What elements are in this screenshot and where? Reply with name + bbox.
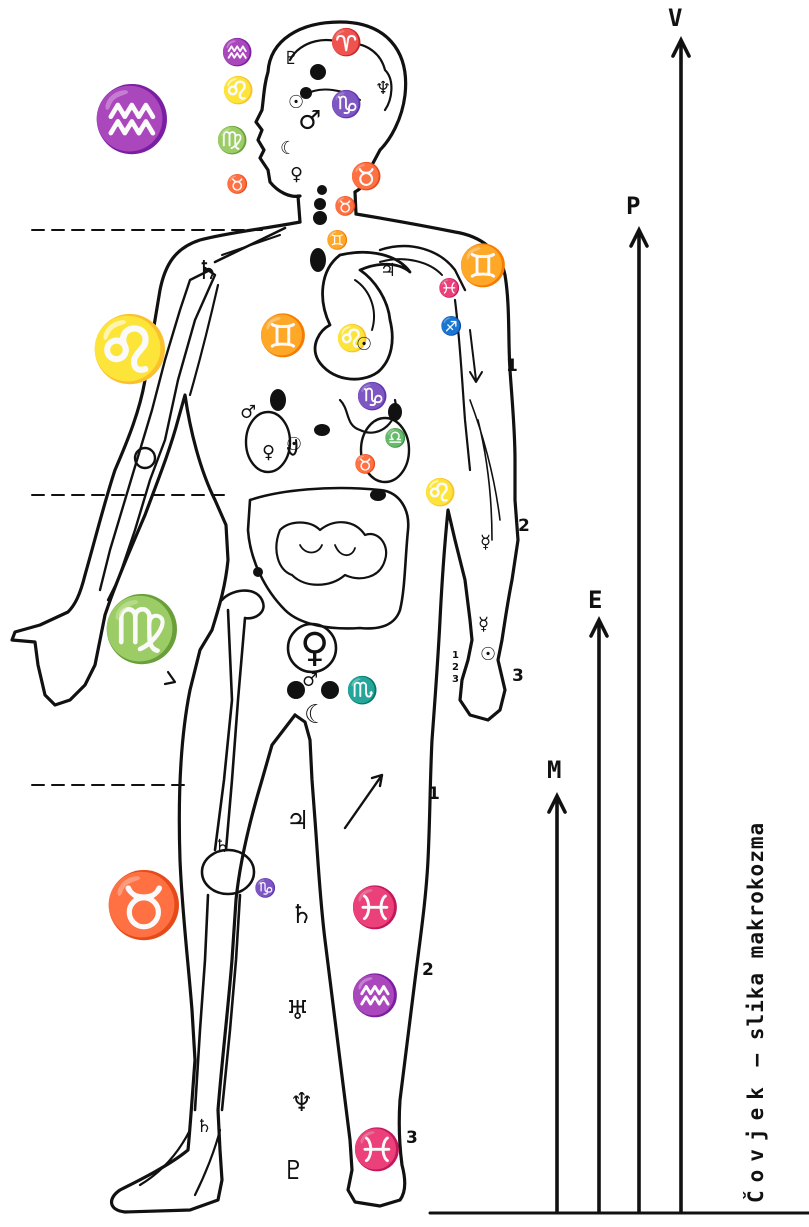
finger-number-3: 3: [452, 674, 459, 685]
aquarius-symbol-large: ♒: [92, 88, 172, 152]
level-m-label: M: [547, 756, 561, 784]
mars-head-symbol: ♂: [298, 108, 321, 134]
level-p-label: P: [626, 192, 640, 220]
pluto-foot-symbol: ♇: [282, 1158, 305, 1184]
taurus-symbol-large: ♉: [104, 874, 184, 938]
aquarius-head-symbol: ♒: [221, 40, 253, 66]
sun-hand-symbol: ☉: [480, 646, 496, 664]
leo-waist-symbol: ♌: [424, 480, 456, 506]
moon-pelvis-symbol: ☾: [304, 702, 327, 728]
capricorn-head-symbol: ♑: [330, 92, 362, 118]
taurus-throat-symbol: ♉: [334, 198, 356, 216]
level-e-label: E: [588, 586, 602, 614]
pisces-foot-symbol: ♓: [352, 1130, 402, 1170]
mars-pelvis-symbol: ♂: [302, 672, 318, 690]
leo-head-symbol: ♌: [222, 78, 254, 104]
gemini-neck-symbol: ♊: [326, 232, 348, 250]
pisces-calf-symbol: ♓: [350, 888, 400, 928]
saturn-shin-symbol: ♄: [290, 902, 313, 928]
caption-dash: —: [744, 1053, 768, 1067]
capricorn-knee-symbol: ♑: [254, 880, 276, 898]
leg-number-1: 1: [428, 784, 440, 804]
mercury-hand-symbol: ☿: [478, 616, 489, 634]
vertical-caption: Čovjek — slika makrokozma: [744, 822, 768, 1203]
mars-kidney-symbol: ♂: [240, 404, 256, 422]
finger-number-1: 1: [452, 650, 459, 661]
libra-kidney-symbol: ♎: [384, 430, 406, 448]
taurus-kidney-symbol: ♉: [354, 456, 376, 474]
jupiter-thigh-symbol: ♃: [286, 808, 309, 834]
saturn-knee-symbol: ♄: [214, 838, 230, 856]
leo-symbol-large: ♌: [90, 318, 170, 382]
neptune-head-symbol: ♆: [375, 80, 391, 98]
neptune-ankle-symbol: ♆: [290, 1090, 313, 1116]
mercury-forearm-symbol: ☿: [480, 534, 491, 552]
arm-number-2: 2: [518, 516, 530, 536]
intestines: [248, 488, 408, 628]
sun-heart-symbol: ☉: [356, 336, 372, 354]
venus-bladder-symbol: ♀: [300, 628, 329, 668]
taurus-neck-symbol: ♉: [350, 164, 382, 190]
level-v-label: V: [668, 4, 682, 32]
finger-number-2: 2: [452, 662, 459, 673]
aries-head-symbol: ♈: [330, 30, 362, 56]
arm-number-1: 1: [506, 356, 518, 376]
gemini-shoulder-symbol: ♊: [458, 246, 508, 286]
body-right-outline: [295, 214, 518, 1206]
sagittarius-arm-symbol: ♐: [440, 318, 462, 336]
gemini-chest-symbol: ♊: [258, 316, 308, 356]
moon-mouth-symbol: ☾: [280, 140, 296, 158]
left-leg-bones: [215, 591, 264, 850]
venus-kidney-symbol: ♀: [262, 444, 275, 462]
pisces-arm-symbol: ♓: [438, 280, 460, 298]
virgo-symbol-large: ♍: [102, 598, 182, 662]
aquarius-calf-symbol: ♒: [350, 976, 400, 1016]
leg-number-2: 2: [422, 960, 434, 980]
uranus-shin-symbol: ♅: [286, 998, 309, 1024]
saturn-foot-symbol: ♄: [196, 1118, 212, 1136]
caption-word-covjek: Čovjek: [744, 1079, 768, 1203]
venus-throat-symbol: ♀: [290, 166, 303, 184]
saturn-shoulder-symbol: ♄: [196, 258, 219, 284]
virgo-head-symbol: ♍: [216, 128, 248, 154]
taurus-chin-symbol: ♉: [226, 176, 248, 194]
pluto-head-symbol: ♇: [283, 50, 299, 68]
capricorn-liver-symbol: ♑: [356, 384, 388, 410]
leg-number-3: 3: [406, 1128, 418, 1148]
jupiter-vessel-symbol: ♃: [380, 262, 396, 280]
caption-slika-makrokozma: slika makrokozma: [744, 822, 768, 1040]
sun-kidney-symbol: ☉: [286, 436, 302, 454]
scorpio-pelvis-symbol: ♏: [346, 678, 378, 704]
arm-number-3: 3: [512, 666, 524, 686]
